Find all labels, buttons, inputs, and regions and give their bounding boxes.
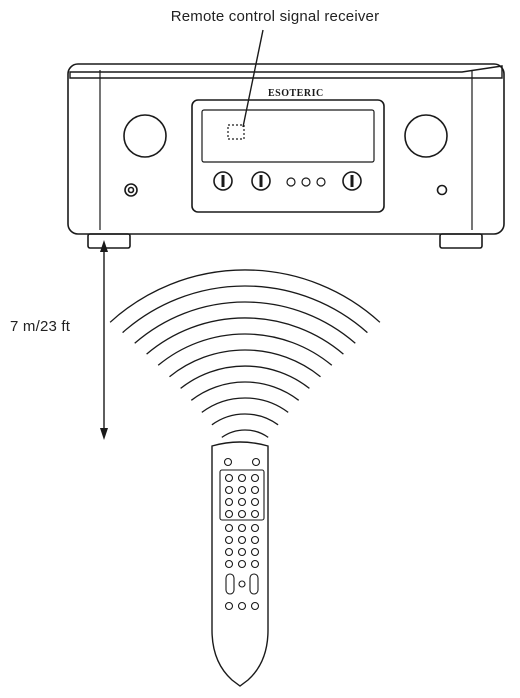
remote-button: [238, 580, 246, 588]
panel-button-2: [301, 177, 311, 187]
power-button-left-inner: [127, 186, 135, 194]
remote-button: [224, 559, 234, 569]
signal-wave-arc: [146, 317, 344, 355]
panel-knob-1-mark: [221, 175, 225, 187]
display-panel-inner: [201, 109, 375, 163]
amplifier-unit: [67, 63, 505, 249]
display-panel-outer: [191, 99, 385, 213]
signal-wave-arc: [122, 285, 368, 334]
remote-button: [237, 601, 247, 611]
panel-button-3: [316, 177, 326, 187]
remote-button: [224, 523, 234, 533]
remote-rocker: [225, 573, 235, 595]
receiver-caption: Remote control signal receiver: [170, 8, 380, 25]
panel-button-1: [286, 177, 296, 187]
remote-button: [250, 523, 260, 533]
remote-control: [211, 441, 269, 687]
signal-wave-arc: [180, 365, 310, 389]
signal-wave-arc: [157, 333, 333, 366]
chassis-top: [69, 65, 503, 79]
remote-body: [211, 441, 269, 687]
signal-wave-arc: [109, 269, 381, 323]
remote-button: [250, 473, 260, 483]
remote-button: [237, 509, 247, 519]
foot-left: [87, 233, 131, 249]
signal-waves: [109, 269, 381, 438]
chassis-inner-frame: [99, 70, 473, 230]
remote-button: [224, 485, 234, 495]
remote-button: [224, 601, 234, 611]
power-button-left: [124, 183, 138, 197]
remote-button: [224, 509, 234, 519]
signal-wave-arc: [201, 397, 289, 413]
remote-button: [224, 473, 234, 483]
remote-button: [237, 535, 247, 545]
distance-label: 7 m/23 ft: [10, 318, 71, 335]
remote-rocker: [249, 573, 259, 595]
remote-button: [250, 497, 260, 507]
panel-knob-3-mark: [350, 175, 354, 187]
remote-button: [237, 473, 247, 483]
chassis-body: [67, 63, 505, 235]
foot-right: [439, 233, 483, 249]
distance-arrow-head-bottom: [100, 428, 108, 440]
signal-wave-arc: [134, 301, 356, 344]
remote-button: [237, 559, 247, 569]
panel-knob-2-mark: [259, 175, 263, 187]
panel-knob-2: [251, 171, 271, 191]
signal-wave-arc: [221, 429, 269, 438]
panel-knob-1: [213, 171, 233, 191]
signal-wave-arc: [211, 413, 279, 426]
signal-wave-arc: [190, 381, 300, 401]
large-knob-left: [123, 114, 167, 158]
remote-button: [250, 547, 260, 557]
distance-arrow-head-top: [100, 240, 108, 252]
brand-logo: ESOTERIC: [268, 88, 324, 99]
remote-button: [237, 497, 247, 507]
remote-button-panel: [219, 469, 265, 521]
small-button-right: [436, 184, 448, 196]
remote-button: [224, 547, 234, 557]
signal-wave-arc: [169, 349, 321, 378]
remote-button: [251, 457, 261, 467]
remote-button: [250, 601, 260, 611]
panel-knob-3: [342, 171, 362, 191]
remote-button: [250, 559, 260, 569]
remote-buttons: [219, 457, 265, 611]
remote-button: [223, 457, 233, 467]
distance-arrow: [100, 240, 108, 440]
remote-button: [237, 523, 247, 533]
remote-button: [237, 547, 247, 557]
large-knob-right: [404, 114, 448, 158]
receiver-window: [227, 124, 245, 140]
remote-button: [250, 535, 260, 545]
remote-button: [224, 497, 234, 507]
remote-button: [250, 485, 260, 495]
remote-button: [250, 509, 260, 519]
remote-button: [224, 535, 234, 545]
remote-button: [237, 485, 247, 495]
